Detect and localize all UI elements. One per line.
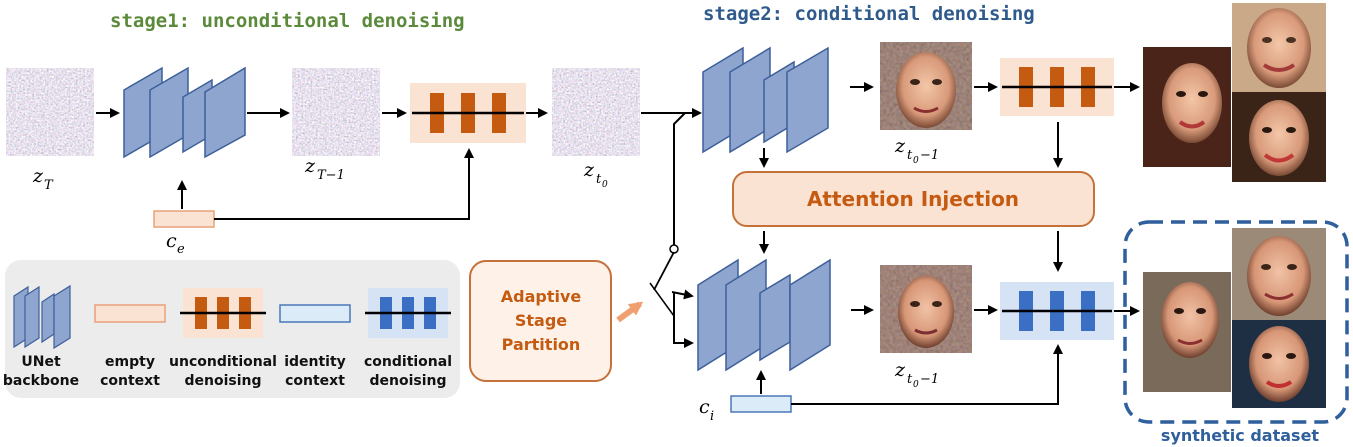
noise-image-zT (6, 68, 94, 156)
svg-text:t: t (596, 172, 602, 187)
cond-denoise-stage2 (1000, 282, 1114, 340)
label-zt0: z t 0 (583, 159, 608, 190)
noise-image-zT1 (292, 68, 380, 156)
svg-text:z: z (32, 165, 44, 187)
unet-stage1 (123, 66, 246, 159)
face-zt01-bottom (880, 265, 972, 353)
svg-text:0: 0 (913, 156, 919, 166)
svg-text:T: T (44, 178, 54, 193)
synthetic-dataset-frame (1123, 220, 1349, 424)
legend-empty-line1: empty (105, 354, 155, 370)
label-zt01-bottom: z t 0 −1 (894, 359, 939, 390)
svg-text:T−1: T−1 (317, 168, 345, 183)
adaptive-line1: Adaptive (501, 287, 582, 306)
legend-cond-line2: denoising (369, 373, 446, 389)
label-zT: z T (32, 165, 54, 193)
svg-text:z: z (894, 359, 906, 381)
uncond-denoise-stage2 (1000, 58, 1114, 116)
legend-cond-icon (365, 288, 451, 338)
unet-stage2-top (702, 46, 829, 154)
unet-stage2-bottom (697, 258, 831, 372)
svg-text:z: z (583, 159, 595, 181)
legend-unet-icon (13, 284, 71, 350)
uncond-denoise-stage1 (410, 83, 526, 143)
legend-uncond-line1: unconditional (169, 354, 277, 370)
svg-text:c: c (699, 396, 710, 418)
output-face-man-2 (1232, 228, 1326, 320)
legend-identity-context-icon (279, 304, 351, 323)
output-face-woman-1 (1143, 47, 1231, 167)
legend-identity-line1: identity (284, 354, 346, 370)
svg-text:0: 0 (602, 180, 608, 190)
adaptive-line2: Stage (515, 311, 567, 330)
svg-text:−1: −1 (920, 372, 939, 387)
output-face-woman-3 (1232, 92, 1326, 182)
empty-context-ce (153, 210, 215, 228)
legend-identity-line2: context (285, 373, 345, 389)
adaptive-line3: Partition (502, 335, 581, 354)
label-ci: c i (699, 396, 714, 424)
svg-text:c: c (166, 230, 177, 252)
legend-uncond-line2: denoising (184, 373, 261, 389)
svg-text:t: t (907, 148, 913, 163)
face-zt01-top (880, 42, 972, 130)
label-zt01-top: z t 0 −1 (894, 135, 939, 166)
legend-unet-line2: backbone (3, 373, 79, 389)
synthetic-dataset-label: synthetic dataset (1161, 426, 1319, 445)
svg-text:0: 0 (913, 380, 919, 390)
legend-empty-context-icon (94, 304, 166, 323)
stage2-title: stage2: conditional denoising (703, 3, 1035, 25)
label-zT1: z T−1 (304, 155, 345, 183)
adaptive-arrow (616, 301, 644, 323)
identity-context-ci (730, 395, 792, 413)
switch-node (669, 244, 679, 254)
adaptive-stage-partition-box (469, 260, 612, 382)
svg-text:e: e (177, 242, 185, 257)
output-face-man-1 (1143, 272, 1231, 392)
attention-injection-box (732, 171, 1095, 227)
label-ce: c e (166, 230, 185, 257)
noise-image-zt0 (552, 68, 640, 156)
legend-cond-line1: conditional (364, 354, 452, 370)
svg-text:−1: −1 (920, 148, 939, 163)
legend-empty-line2: context (100, 373, 160, 389)
stage1-title: stage1: unconditional denoising (110, 10, 465, 32)
svg-text:t: t (907, 372, 913, 387)
legend-uncond-icon (180, 288, 266, 338)
svg-text:z: z (304, 155, 316, 177)
output-face-man-3 (1232, 320, 1326, 408)
svg-text:i: i (710, 409, 714, 424)
attention-injection-label: Attention Injection (807, 187, 1019, 211)
output-face-woman-2 (1232, 3, 1326, 92)
legend-unet-line1: UNet (21, 354, 61, 370)
svg-text:z: z (894, 135, 906, 157)
